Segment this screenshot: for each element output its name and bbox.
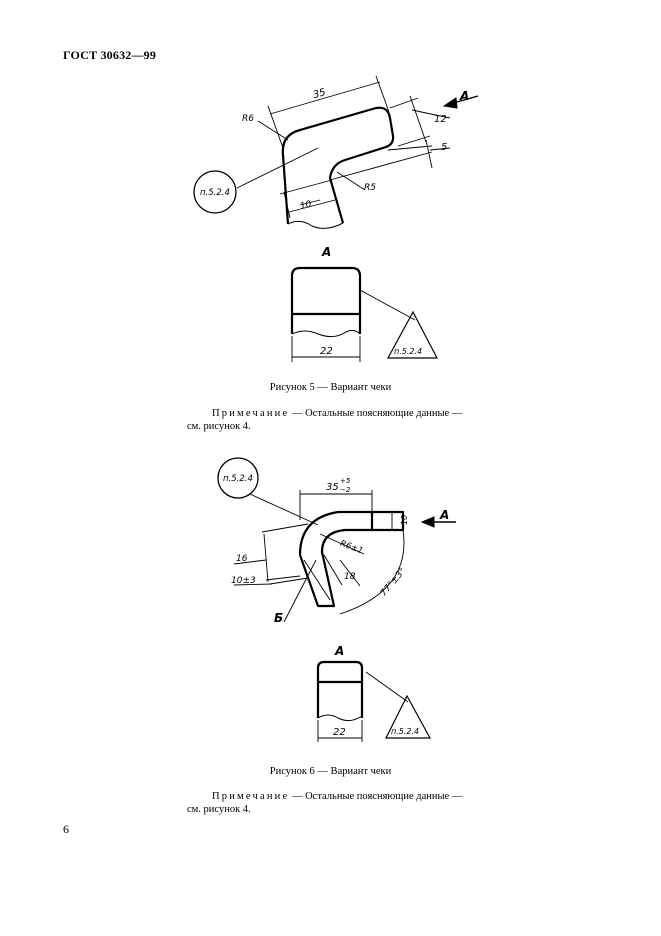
figure-6-view-dims (317, 671, 409, 742)
figure-6-caption: Рисунок 6 — Вариант чеки (269, 766, 392, 777)
figure-6-b-label: Б (274, 611, 283, 625)
figure-5-drawing: 35 12 5 10 R6 R5 п.5.2.4 A A 22 п.5.2.4 (193, 75, 479, 362)
figure-5-view-dims (291, 289, 416, 362)
figure-5-view-a-arrow-label: A (459, 89, 469, 103)
document-header: ГОСТ 30632—99 (63, 48, 157, 62)
figure-6-ref-triangle (385, 694, 432, 739)
figure-5-ref-triangle (386, 310, 438, 359)
figure-6-view-label: A (334, 644, 344, 658)
figure-5-view-label: A (321, 245, 331, 259)
figure-5-caption: Рисунок 5 — Вариант чеки (269, 382, 392, 393)
note-6-line-1: Примечание — Остальные поясняющие данные… (212, 790, 462, 803)
figure-6-ref-label: п.5.2.4 (223, 474, 253, 484)
figure-5-view-arrow (442, 95, 479, 109)
figure-6-view-arrow (420, 516, 456, 528)
note-5-rest: — Остальные поясняющие данные — (289, 408, 463, 419)
figure-6-view-break (317, 714, 363, 722)
figure-5-view-dim-22: 22 (320, 346, 333, 357)
figure-6-view-dim-22: 22 (333, 727, 346, 738)
figure-5-break-line (287, 220, 344, 229)
figure-6-dim-35-tol-down: −2 (340, 486, 351, 494)
figure-5-dim-10: 10 (299, 199, 313, 212)
figure-5-part-outline (281, 106, 395, 225)
figure-6-view-outline (316, 660, 364, 718)
figure-6-drawing: п.5.2.4 35 +5 −2 10 (217, 457, 456, 742)
figure-6-ref-circle (217, 457, 259, 499)
figure-5-dim-35: 35 (312, 87, 327, 101)
figure-6-part-outline (298, 510, 405, 608)
figure-5-dimension-lines (236, 75, 451, 219)
note-6-rest: — Остальные поясняющие данные — (289, 791, 463, 802)
figure-5-r5-label: R5 (364, 183, 376, 193)
figure-6-r6-label: R6±1 (339, 539, 365, 557)
figure-6-dim-35: 35 (326, 482, 339, 493)
figure-6-angle-label: 77°±3° (379, 566, 408, 598)
figure-5-ref-triangle-label: п.5.2.4 (394, 347, 422, 356)
figure-6-dim-16: 16 (236, 554, 248, 564)
note-6-line-2: см. рисунок 4. (187, 804, 251, 815)
note-5-word: Примечание (212, 408, 290, 419)
figure-6-view-a-arrow-label: A (439, 508, 449, 522)
figure-6-dim-35-tol-up: +5 (340, 477, 351, 485)
figure-5-view-outline (290, 266, 362, 334)
figure-5-ref-label: п.5.2.4 (200, 188, 230, 198)
figure-6-dim-10-tol: 10±3 (231, 576, 256, 586)
note-6-word: Примечание (212, 791, 290, 802)
figure-6-dimension-lines (233, 490, 405, 623)
figure-5-dim-12: 12 (434, 114, 447, 125)
figure-5-dim-5: 5 (441, 142, 447, 153)
note-5-line-2: см. рисунок 4. (187, 421, 251, 432)
figure-5-ref-circle (193, 170, 237, 214)
figure-5-view-break (291, 329, 361, 338)
page-number: 6 (63, 822, 69, 836)
note-5-line-1: Примечание — Остальные поясняющие данные… (212, 407, 462, 420)
figure-6-dim-18: 18 (344, 572, 356, 582)
figure-6-ref-triangle-label: п.5.2.4 (391, 727, 419, 736)
figure-6-dim-10: 10 (400, 515, 409, 525)
figure-5-r6-label: R6 (242, 114, 254, 124)
